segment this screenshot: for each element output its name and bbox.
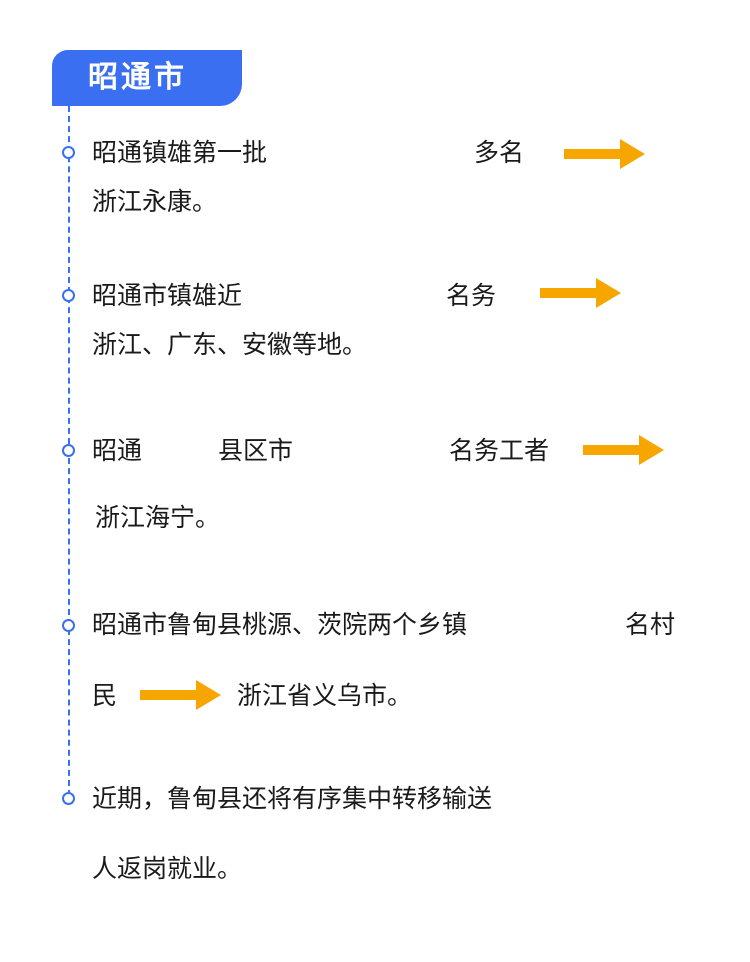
item2-line2: 浙江、广东、安徽等地。 xyxy=(92,330,368,359)
arrow-right-icon xyxy=(540,278,621,308)
item4-line2-b: 浙江省义乌市。 xyxy=(237,681,413,710)
item2-line1-a: 昭通市镇雄近 xyxy=(92,281,243,310)
timeline-dot xyxy=(62,619,75,632)
item5-line2: 人返岗就业。 xyxy=(92,854,243,883)
item3-line1-b: 县区市 xyxy=(218,436,294,465)
arrow-right-icon xyxy=(140,680,221,710)
item4-line1-a: 昭通市鲁甸县桃源、茨院两个乡镇 xyxy=(92,610,468,639)
item4-line2-a: 民 xyxy=(92,681,118,710)
timeline-dot xyxy=(62,289,75,302)
item1-line2: 浙江永康。 xyxy=(92,187,218,216)
arrow-right-icon xyxy=(583,435,664,465)
item4-line1-b: 名村 xyxy=(625,610,676,639)
item3-line1-c: 名务工者 xyxy=(449,436,550,465)
item1-line1-b: 多名 xyxy=(474,138,525,167)
item1-line1-a: 昭通镇雄第一批 xyxy=(92,138,268,167)
item2-line1-b: 名务 xyxy=(446,281,497,310)
item3-line2: 浙江海宁。 xyxy=(95,503,221,532)
timeline-dot xyxy=(62,444,75,457)
section-title: 昭通市 xyxy=(52,50,242,106)
timeline-dot xyxy=(62,792,75,805)
item5-line1: 近期，鲁甸县还将有序集中转移输送 xyxy=(92,784,493,813)
item3-line1-a: 昭通 xyxy=(92,436,143,465)
timeline-dot xyxy=(62,146,75,159)
arrow-right-icon xyxy=(564,139,645,169)
